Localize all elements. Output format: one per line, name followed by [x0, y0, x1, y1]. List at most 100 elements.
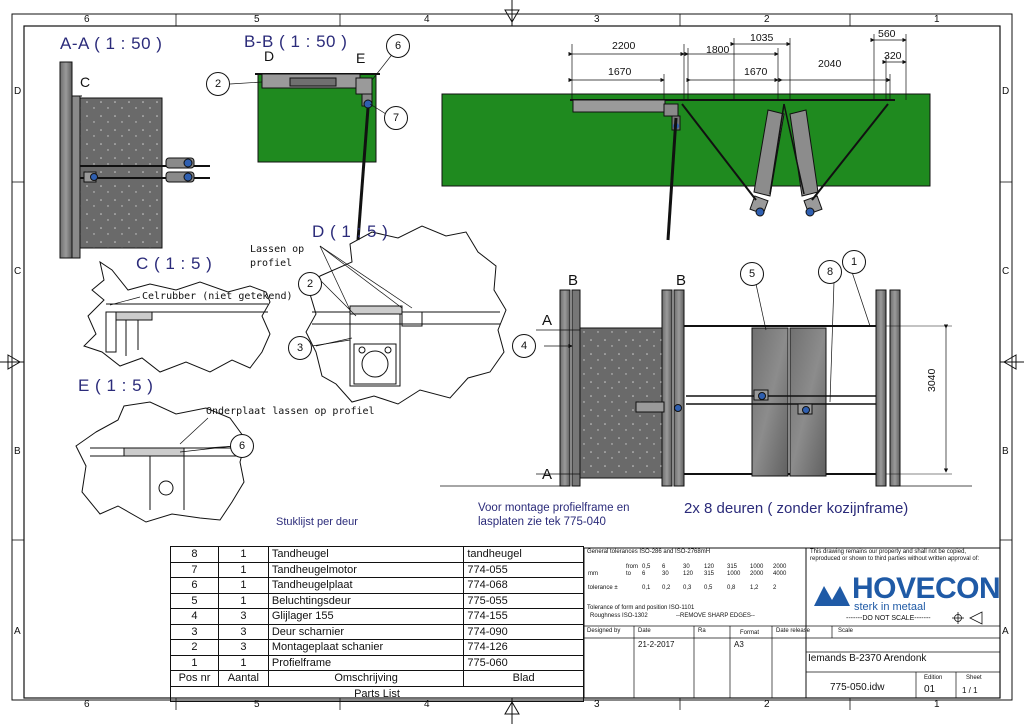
tolerance-cell: 120 [704, 564, 715, 570]
zone-col-5-bottom: 5 [254, 699, 260, 710]
marker-d: D [264, 48, 275, 64]
marker-c: C [80, 74, 91, 90]
roughness-note: Roughness ISO-1302 [590, 613, 648, 619]
copyright-note: This drawing remains our property and sh… [810, 549, 980, 562]
parts-cell-desc: Beluchtingsdeur [267, 592, 465, 609]
tolerance-cell: 4000 [773, 571, 787, 577]
note-onderplaat: Onderplaat lassen op profiel [206, 406, 375, 417]
tolerance-to-label: to [626, 571, 632, 577]
tolerance-cell: 0,5 [642, 564, 651, 570]
tolerance-cell: 0,5 [704, 585, 713, 591]
note-stuklijst: Stuklijst per deur [276, 516, 358, 528]
parts-cell-ref: 774-068 [463, 577, 584, 594]
balloon-front-1: 1 [842, 250, 866, 274]
tolerance-cell: 2 [773, 585, 777, 591]
parts-list-caption: Parts List [170, 685, 584, 702]
parts-cell-qty: 3 [217, 623, 269, 640]
company-logo-text: HOVECON [852, 572, 1001, 605]
tolerance-cell: 315 [704, 571, 715, 577]
zone-row-a-right: A [1002, 626, 1009, 637]
parts-cell-desc: Deur scharnier [267, 623, 465, 640]
parts-cell-desc: Tandheugelplaat [267, 577, 465, 594]
parts-list-caption-row: Parts List [170, 685, 584, 702]
dim-1670-right: 1670 [744, 66, 768, 78]
tolerance-cell: 1000 [727, 571, 741, 577]
zone-row-c-right: C [1002, 266, 1010, 277]
detail-e-title: E ( 1 : 5 ) [78, 376, 154, 395]
zone-col-2-top: 2 [764, 14, 770, 25]
sheet-label: Sheet [966, 675, 982, 681]
front-elevation-view [440, 271, 972, 487]
dim-2200: 2200 [612, 40, 636, 52]
detail-c-view [83, 260, 271, 373]
parts-cell-qty: 3 [217, 639, 269, 656]
tolerance-cell: 0,1 [642, 585, 651, 591]
parts-cell-pos: 3 [170, 623, 219, 640]
marker-e: E [356, 50, 366, 66]
dim-1035: 1035 [750, 32, 774, 44]
tolerance-cell: 1,2 [750, 585, 759, 591]
detail-e-view [75, 401, 247, 523]
balloon-bb-6: 6 [386, 34, 410, 58]
parts-cell-ref: 774-090 [463, 623, 584, 640]
section-marker-a-bottom: A [542, 466, 553, 483]
detail-d-title: D ( 1 : 5 ) [312, 222, 389, 241]
parts-list-header-row: Pos nr Aantal Omschrijving Blad [170, 670, 584, 687]
parts-cell-pos: 4 [170, 608, 219, 625]
dim-320: 320 [884, 50, 902, 62]
balloon-d-2: 2 [298, 272, 322, 296]
zone-col-3-top: 3 [594, 14, 600, 25]
parts-cell-pos: 8 [170, 546, 219, 563]
parts-cell-pos: 1 [170, 654, 219, 671]
balloon-bb-2: 2 [206, 72, 230, 96]
parts-cell-pos: 2 [170, 639, 219, 656]
tolerance-label: tolerance ± [588, 585, 618, 591]
section-bb-view [255, 73, 380, 241]
edition-label: Edition [924, 675, 943, 681]
client-name: Iemands B-2370 Arendonk [808, 653, 927, 664]
section-aa-view [59, 61, 210, 259]
zone-row-c-left: C [14, 266, 22, 277]
date-release-label: Date release [776, 628, 811, 634]
balloon-front-4: 4 [512, 334, 536, 358]
tolerance-cell: 315 [727, 564, 738, 570]
zone-col-5-top: 5 [254, 14, 260, 25]
parts-cell-pos: 7 [170, 561, 219, 578]
zone-row-d-left: D [14, 86, 22, 97]
zone-row-b-right: B [1002, 446, 1009, 457]
top-elevation-view [441, 34, 931, 241]
tolerance-cell: 30 [683, 564, 690, 570]
balloon-front-8: 8 [818, 260, 842, 284]
header-ref: Blad [463, 670, 584, 687]
tolerance-cell: 0,8 [727, 585, 736, 591]
parts-cell-qty: 1 [217, 546, 269, 563]
parts-cell-ref: tandheugel [463, 546, 584, 563]
note-doors-caption: 2x 8 deuren ( zonder kozijnframe) [684, 500, 909, 517]
designed-by-label: Designed by [587, 628, 621, 634]
section-marker-a-top: A [542, 312, 553, 329]
format-value: A3 [734, 640, 744, 649]
hovecon-logo-mark [814, 586, 850, 606]
zone-row-a-left: A [14, 626, 21, 637]
projection-symbol-icon [952, 611, 983, 625]
parts-cell-desc: Tandheugelmotor [267, 561, 465, 578]
parts-cell-desc: Montageplaat schanier [267, 639, 465, 656]
parts-cell-qty: 1 [217, 654, 269, 671]
detail-c-title: C ( 1 : 5 ) [136, 254, 213, 273]
tolerance-cell: 0,2 [662, 585, 671, 591]
dim-1800: 1800 [706, 44, 730, 56]
zone-col-2-bottom: 2 [764, 699, 770, 710]
balloon-bb-7: 7 [384, 106, 408, 130]
parts-cell-qty: 1 [217, 592, 269, 609]
do-not-scale-note: -------DO NOT SCALE------- [846, 615, 931, 622]
remove-edges-note: --REMOVE SHARP EDGES-- [676, 613, 755, 619]
header-pos: Pos nr [170, 670, 219, 687]
sheet-value: 1 / 1 [962, 686, 978, 695]
